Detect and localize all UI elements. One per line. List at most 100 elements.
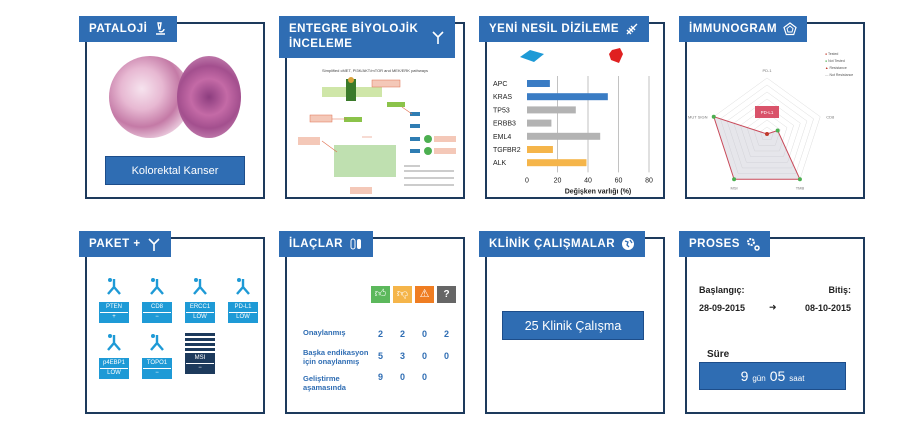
biomarker-status: − xyxy=(186,363,214,373)
gears-icon xyxy=(746,238,760,251)
clinical-trials-button[interactable]: 25 Klinik Çalışma xyxy=(502,311,644,340)
biomarker-status: LOW xyxy=(186,312,214,322)
radar-grid xyxy=(733,98,801,163)
radar-grid xyxy=(726,91,808,169)
bar-erbb3 xyxy=(527,119,552,127)
bar-kras xyxy=(527,93,608,101)
biomarker-name: MSI xyxy=(186,354,214,363)
biomarker-status: − xyxy=(143,312,171,322)
card-title: ENTEGRE BİYOLOJİK xyxy=(289,23,419,35)
biomarker-status: LOW xyxy=(229,312,257,322)
globe-icon xyxy=(622,238,635,250)
radar-axis-label: TMB xyxy=(796,185,805,190)
drug-count: 2 xyxy=(444,329,450,339)
x-tick-label: 80 xyxy=(645,177,653,184)
drug-count: 5 xyxy=(378,351,384,361)
immunogram-header: İMMUNOGRAM xyxy=(679,16,808,42)
drug-count: 0 xyxy=(444,351,450,361)
duration-label: Süre xyxy=(707,349,730,360)
category-label: EML4 xyxy=(493,134,511,141)
radar-area xyxy=(712,115,801,180)
drug-count: 0 xyxy=(422,329,428,339)
radar-point xyxy=(732,177,737,182)
bar-tgfbr2 xyxy=(527,146,553,153)
x-tick-label: 60 xyxy=(615,177,623,184)
radar-axis-label: PD-1 xyxy=(762,68,772,73)
tissue-image-2 xyxy=(177,56,241,138)
card-title: PATALOJİ xyxy=(89,23,148,35)
radar-axis-label: MUT SIGN xyxy=(688,115,708,120)
radar-grid xyxy=(753,119,781,146)
drugs-header: İLAÇLAR xyxy=(279,231,373,257)
category-label: TP53 xyxy=(493,107,510,114)
biomarker-name: CD8 xyxy=(143,303,171,312)
unknown-icon: ? xyxy=(437,286,456,303)
bar-eml4 xyxy=(527,132,601,140)
kolorektal-kanser-button[interactable]: Kolorektal Kanser xyxy=(105,156,245,185)
colon-organ-icon xyxy=(520,50,544,62)
antibody-icon xyxy=(432,31,444,44)
drug-count: 0 xyxy=(422,372,428,382)
bar-alk xyxy=(527,159,587,167)
card-title-line2: İNCELEME xyxy=(289,38,353,50)
biomarker-name: ERCC1 xyxy=(186,303,214,312)
drug-count: 2 xyxy=(378,329,384,339)
pathology-card: PATALOJİ Kolorektal Kanser xyxy=(79,16,265,199)
biomarker-pten: PTEN+ xyxy=(99,277,129,323)
radar-point xyxy=(775,128,780,133)
card-title: YENİ NESİL DİZİLEME xyxy=(489,23,620,35)
radar-point xyxy=(797,177,802,182)
drugs-card: İLAÇLAR 👍︎ 👎︎ ⚠ ? Onaylanmış Başka endik… xyxy=(279,231,465,414)
start-date: 28-09-2015 xyxy=(699,303,746,313)
biomarker-status: + xyxy=(100,312,128,322)
category-label: APC xyxy=(493,81,507,88)
card-title: İMMUNOGRAM xyxy=(689,23,778,35)
category-label: ALK xyxy=(493,160,507,167)
biomarker-cd8: CD8− xyxy=(142,277,172,323)
antibody-icon xyxy=(147,238,160,251)
category-label: KRAS xyxy=(493,94,512,101)
pathway-diagram-title: Simplified cMET, PI3K/AKT/mTOR and MEK/E… xyxy=(293,68,457,74)
radar-grid xyxy=(760,126,774,140)
microscope-icon xyxy=(156,22,166,35)
pd-l1-label: PD-L1 xyxy=(761,110,774,115)
radar-grid xyxy=(720,84,814,174)
integrated-header: ENTEGRE BİYOLOJİK İNCELEME xyxy=(279,16,455,58)
antibody-icon xyxy=(107,278,121,295)
radar-axis-label: MSI xyxy=(731,185,738,190)
radar-grid xyxy=(746,112,788,152)
drug-count: 2 xyxy=(400,329,406,339)
radar-legend: ● Tested ● Not Tested ▲ Resistance — Not… xyxy=(825,51,853,79)
process-card: PROSES Başlangıç: Bitiş: 28-09-2015 ➜ 08… xyxy=(679,231,865,414)
biomarker-status: − xyxy=(143,368,171,378)
pills-icon xyxy=(350,238,361,250)
biomarker-name: p4EBP1 xyxy=(100,359,128,368)
pentagon-badge-icon xyxy=(783,22,797,36)
pathology-header: PATALOJİ xyxy=(79,16,178,42)
biomarker-name: PD-L1 xyxy=(229,303,257,312)
integrated-biology-card: ENTEGRE BİYOLOJİK İNCELEME Simplified cME… xyxy=(279,16,465,199)
pathway-diagram xyxy=(298,77,456,194)
ngs-header: YENİ NESİL DİZİLEME xyxy=(479,16,650,42)
category-label: ERBB3 xyxy=(493,121,516,128)
antibody-icon xyxy=(193,278,207,295)
bar-tp53 xyxy=(527,106,576,114)
antibody-icon xyxy=(150,278,164,295)
end-label: Bitiş: xyxy=(828,285,852,295)
biomarker-name: PTEN xyxy=(100,303,128,312)
legend-tested: ● Tested xyxy=(825,52,839,56)
radar-grid xyxy=(740,105,794,157)
category-label: TGFBR2 xyxy=(493,147,521,154)
x-tick-label: 40 xyxy=(584,177,592,184)
not-approved-icon: 👎︎ xyxy=(393,286,412,303)
clinical-trials-card: KLİNİK ÇALIŞMALAR 25 Klinik Çalışma xyxy=(479,231,665,414)
trials-header: KLİNİK ÇALIŞMALAR xyxy=(479,231,646,257)
